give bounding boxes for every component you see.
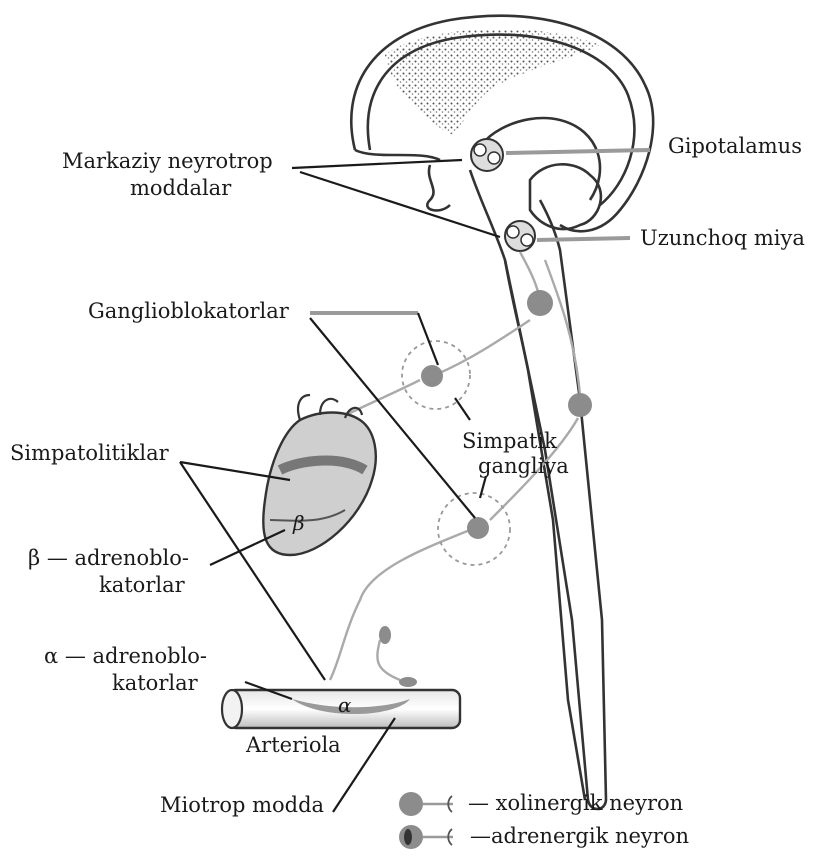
- neuron-medulla-cholinergic: [527, 290, 553, 316]
- label-markaziy-line1: Markaziy neyrotrop: [62, 149, 273, 173]
- legend-label-adrenergic: —adrenergik neyron: [470, 824, 689, 848]
- label-beta-line1: β — adrenoblo-: [28, 546, 189, 570]
- label-alpha-line2: katorlar: [112, 671, 199, 695]
- label-ganglioblokatorlar: Ganglioblokatorlar: [88, 299, 290, 323]
- legend-item-adrenergic: —adrenergik neyron: [399, 824, 689, 849]
- neuron-ganglion-2: [467, 517, 489, 539]
- neuron-small-2: [399, 677, 417, 687]
- heart-illustration: β: [263, 395, 376, 555]
- legend: — xolinergik neyron —adrenergik neyron: [399, 791, 689, 849]
- label-simpatik: Simpatik: [462, 429, 557, 453]
- legend-item-cholinergic: — xolinergik neyron: [399, 791, 683, 816]
- arteriole-illustration: α: [222, 690, 460, 728]
- label-miotrop-modda: Miotrop modda: [160, 793, 324, 817]
- neuron-spinal-cholinergic: [568, 393, 592, 417]
- label-uzunchoq-miya: Uzunchoq miya: [640, 226, 805, 250]
- neuron-small-1: [379, 626, 391, 644]
- legend-label-cholinergic: — xolinergik neyron: [468, 791, 683, 815]
- sympathetic-ganglia: [402, 341, 510, 565]
- beta-symbol: β: [292, 511, 305, 535]
- neuron-ganglion-1: [421, 365, 443, 387]
- label-markaziy-line2: moddalar: [130, 176, 232, 200]
- label-gipotalamus: Gipotalamus: [668, 134, 802, 158]
- label-simpatolitiklar: Simpatolitiklar: [10, 441, 170, 465]
- hypothalamus-nucleus: [471, 139, 503, 171]
- label-beta-line2: katorlar: [99, 573, 186, 597]
- medulla-nucleus: [505, 221, 535, 251]
- alpha-symbol: α: [338, 693, 352, 717]
- label-alpha-line1: α — adrenoblo-: [44, 644, 207, 668]
- cholinergic-neuron-icon: [399, 792, 423, 816]
- label-arteriola: Arteriola: [245, 733, 341, 757]
- label-gangliya: gangliya: [478, 454, 569, 478]
